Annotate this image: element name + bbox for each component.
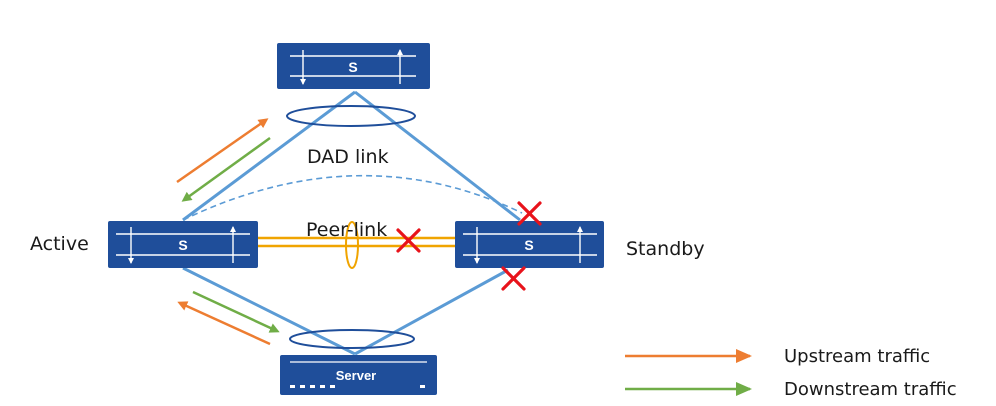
dad-link	[182, 174, 523, 221]
peer-link-aggregation	[345, 221, 359, 269]
server-port-dots	[290, 385, 425, 388]
standby-switch-label: S	[524, 237, 533, 253]
dad-link-label: DAD link	[307, 146, 389, 168]
legend-upstream-label: Upstream traffic	[784, 346, 930, 367]
legend-downstream-label: Downstream traffic	[784, 379, 957, 400]
link-top-to-standby	[354, 90, 521, 222]
top-link-aggregation	[286, 105, 416, 127]
link-standby-to-server	[354, 268, 509, 356]
upstream-arrow	[176, 118, 269, 184]
server-link-aggregation	[289, 329, 415, 349]
server: Server	[280, 355, 437, 395]
link-active-to-server	[182, 266, 356, 356]
downstream-arrow	[192, 290, 280, 333]
peer-link-label: Peer-link	[306, 219, 387, 241]
active-switch: S	[108, 221, 258, 268]
top-switch: S	[277, 43, 430, 89]
top-switch-label: S	[348, 59, 357, 75]
active-label: Active	[30, 233, 89, 255]
active-switch-label: S	[178, 237, 187, 253]
upstream-arrow	[177, 301, 271, 346]
legend: Upstream traffic Downstream traffic	[625, 346, 957, 400]
fault-x-icon	[396, 228, 421, 253]
standby-label: Standby	[626, 238, 705, 260]
fault-x-icon	[517, 201, 542, 226]
standby-switch: S	[455, 221, 604, 268]
link-top-to-active	[182, 90, 356, 222]
downstream-arrow	[181, 136, 271, 202]
server-label: Server	[336, 368, 376, 383]
fault-x-icon	[501, 266, 526, 291]
